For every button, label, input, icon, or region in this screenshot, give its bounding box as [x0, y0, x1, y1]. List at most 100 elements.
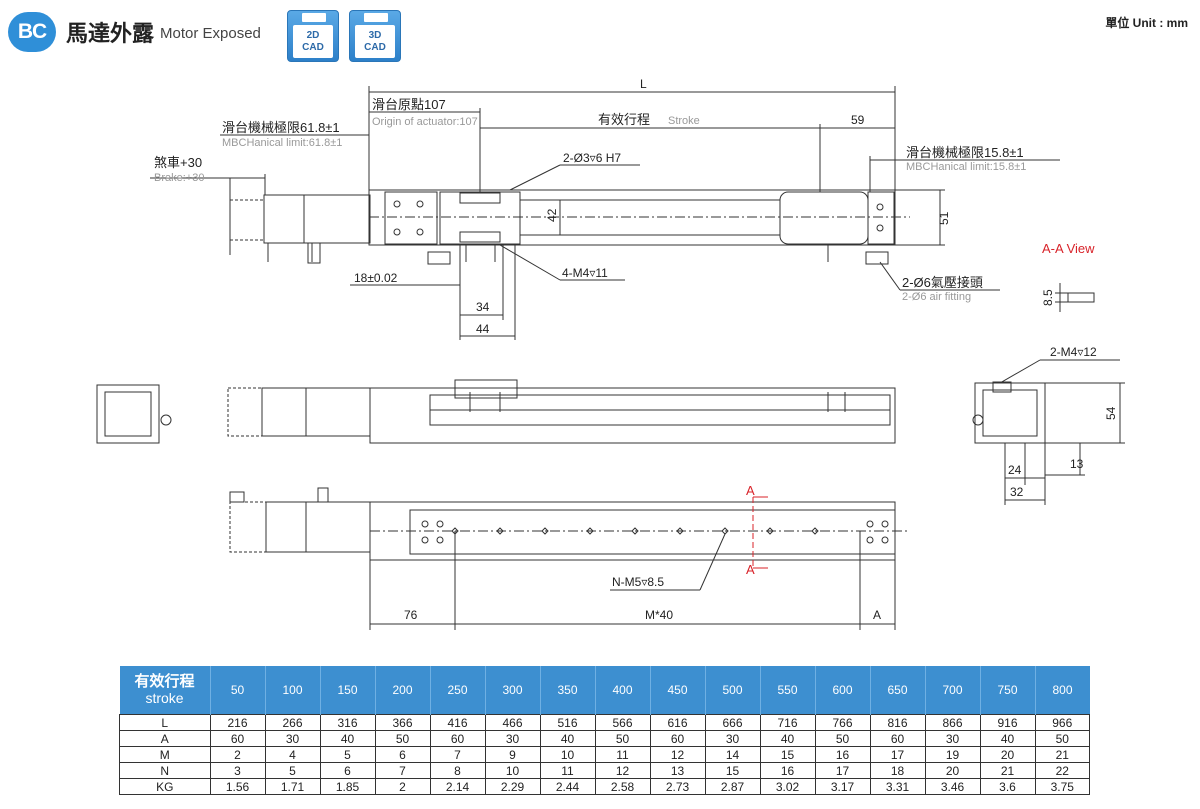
table-cell: 516 — [539, 714, 596, 731]
side-view — [96, 379, 896, 444]
brake-cn-label: 煞車+30 — [154, 155, 202, 170]
dim-34-label: 34 — [476, 300, 490, 314]
bc-badge: BC — [8, 12, 56, 52]
table-cell: 2.73 — [649, 778, 706, 795]
table-cell: 416 — [429, 714, 486, 731]
hole-2-03-label: 2-Ø3▿6 H7 — [563, 151, 621, 165]
table-cell: 2 — [209, 746, 266, 763]
stroke-value-header: 300 — [484, 666, 540, 715]
table-cell: 866 — [924, 714, 981, 731]
table-body: L 216 266 316 366 416 466 516 566 616 66… — [119, 714, 1090, 795]
cad-2d-button[interactable]: 2D CAD — [287, 10, 339, 62]
aa-view-label: A-A View — [1042, 241, 1095, 256]
table-cell: 14 — [704, 746, 761, 763]
table-cell: 50 — [594, 730, 651, 747]
dim-51-label: 51 — [937, 211, 951, 225]
table-cell: 11 — [539, 762, 596, 779]
mech-limit-left-cn: 滑台機械極限61.8±1 — [222, 120, 340, 135]
origin-en-label: Origin of actuator:107 — [372, 116, 478, 128]
dim-76-label: 76 — [404, 608, 418, 622]
unit-label: 單位 Unit : mm — [1105, 16, 1188, 30]
table-row-a: A 60 30 40 50 60 30 40 50 60 30 40 50 60… — [119, 730, 1090, 747]
table-cell: 10 — [484, 762, 541, 779]
dim-44-label: 44 — [476, 322, 490, 336]
cad-2d-label: 2D CAD — [293, 25, 333, 58]
table-cell: 7 — [374, 762, 431, 779]
table-cell: 50 — [814, 730, 871, 747]
table-cell: 6 — [319, 762, 376, 779]
air-fitting-en-label: 2-Ø6 air fitting — [902, 291, 971, 303]
m4-11-label: 4-M4▿11 — [562, 266, 608, 280]
table-cell: 6 — [374, 746, 431, 763]
stroke-value-header: 400 — [594, 666, 650, 715]
stroke-value-header: 350 — [539, 666, 595, 715]
table-cell: 50 — [1034, 730, 1090, 747]
table-cell: 3.46 — [924, 778, 981, 795]
cad-3d-line1: 3D — [368, 29, 382, 41]
m4-12-label: 2-M4▿12 — [1050, 345, 1097, 359]
table-cell: 2.29 — [484, 778, 541, 795]
table-cell: 40 — [979, 730, 1036, 747]
stroke-header-en: stroke — [145, 690, 184, 706]
table-cell: 2 — [374, 778, 431, 795]
end-view — [972, 359, 1125, 505]
section-a-top-label: A — [746, 483, 755, 498]
floppy-tab-icon — [364, 13, 388, 22]
table-cell: 3.6 — [979, 778, 1036, 795]
table-cell: 22 — [1034, 762, 1090, 779]
dim-13-label: 13 — [1070, 457, 1084, 471]
dim-24-label: 24 — [1008, 463, 1022, 477]
cad-3d-button[interactable]: 3D CAD — [349, 10, 401, 62]
mech-limit-right-en: MBCHanical limit:15.8±1 — [906, 161, 1026, 173]
table-cell: 316 — [319, 714, 376, 731]
dim-l-label: L — [640, 77, 647, 91]
table-cell: 7 — [429, 746, 486, 763]
dim-32-label: 32 — [1010, 485, 1024, 499]
dim-m40-label: M*40 — [645, 608, 673, 622]
stroke-value-header: 500 — [704, 666, 760, 715]
table-cell: 2.44 — [539, 778, 596, 795]
stroke-value-header: 100 — [264, 666, 320, 715]
table-cell: 1.56 — [209, 778, 266, 795]
table-cell: 466 — [484, 714, 541, 731]
aa-view — [1055, 283, 1095, 312]
table-cell: 8 — [429, 762, 486, 779]
cad-2d-line1: 2D — [306, 29, 320, 41]
row-label: L — [119, 714, 211, 731]
title-chinese: 馬達外露 — [66, 21, 155, 46]
table-cell: 60 — [649, 730, 706, 747]
brake-en-label: Brake:+30 — [154, 172, 204, 184]
table-cell: 60 — [429, 730, 486, 747]
table-cell: 766 — [814, 714, 871, 731]
section-a-bottom-label: A — [746, 562, 755, 577]
stroke-value-header: 150 — [319, 666, 375, 715]
mech-limit-left-en: MBCHanical limit:61.8±1 — [222, 137, 342, 149]
table-cell: 3.31 — [869, 778, 926, 795]
row-label: N — [119, 762, 211, 779]
air-fitting-cn-label: 2-Ø6氣壓接頭 — [902, 275, 983, 290]
dim-a-label: A — [873, 608, 881, 622]
table-row-kg: KG 1.56 1.71 1.85 2 2.14 2.29 2.44 2.58 … — [119, 778, 1090, 795]
cad-2d-line2: CAD — [302, 41, 324, 53]
bottom-view — [229, 487, 910, 630]
dim-54-label: 54 — [1104, 406, 1118, 420]
stroke-value-header: 550 — [759, 666, 815, 715]
table-cell: 40 — [319, 730, 376, 747]
floppy-tab-icon — [302, 13, 326, 22]
table-cell: 4 — [264, 746, 321, 763]
stroke-header-cell: 有效行程 stroke — [119, 666, 210, 715]
table-cell: 916 — [979, 714, 1036, 731]
table-cell: 716 — [759, 714, 816, 731]
table-header-row: 有效行程 stroke 50 100 150 200 250 300 350 4… — [119, 666, 1090, 715]
technical-drawing: L 滑台原點107 Origin of actuator:107 有效行程 St… — [96, 77, 1125, 630]
table-cell: 12 — [649, 746, 706, 763]
table-cell: 60 — [869, 730, 926, 747]
table-cell: 15 — [759, 746, 816, 763]
table-cell: 3.17 — [814, 778, 871, 795]
dim-42-label: 42 — [545, 208, 559, 222]
table-cell: 30 — [704, 730, 761, 747]
table-cell: 666 — [704, 714, 761, 731]
table-cell: 17 — [869, 746, 926, 763]
table-cell: 216 — [209, 714, 266, 731]
table-cell: 10 — [539, 746, 596, 763]
